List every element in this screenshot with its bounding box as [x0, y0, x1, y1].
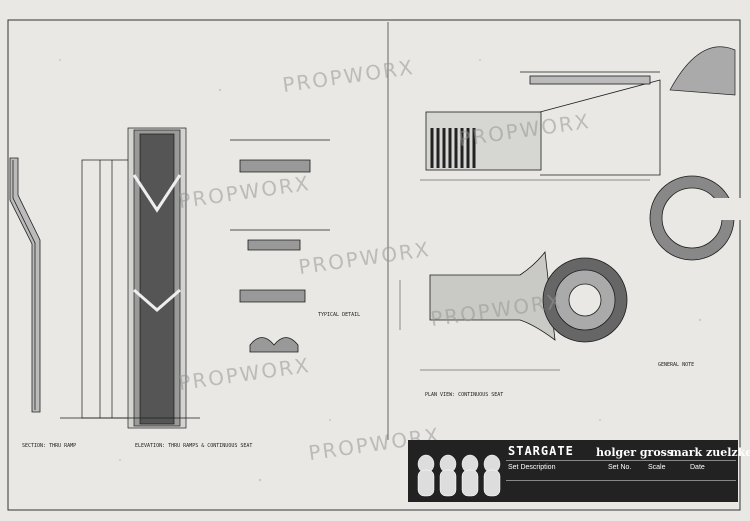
plan-view-drawing: [429, 250, 628, 343]
ramp-section-drawing: [425, 71, 661, 176]
set-description-label: Set Description: [508, 464, 556, 471]
sheet-border: [7, 19, 741, 511]
elevation-ramp-drawing: [60, 127, 200, 429]
annotation-general-note: GENERAL NOTE: [658, 362, 695, 368]
side-section-drawing: [9, 157, 41, 413]
annotation-plan-view: PLAN VIEW: CONTINUOUS SEAT: [425, 392, 504, 398]
art-director-name: mark zuelzke: [670, 446, 750, 459]
ring-detail-drawing: [649, 175, 745, 261]
corner-detail-drawing: [669, 46, 736, 96]
canopic-jars-image: [417, 454, 501, 497]
date-label: Date: [690, 464, 705, 471]
designer-name: holger gross: [596, 446, 674, 459]
paper-texture: [59, 59, 702, 482]
set-no-label: Set No.: [608, 464, 632, 471]
title-block: STARGATE holger gross mark zuelzke Set D…: [408, 440, 750, 502]
scale-label: Scale: [648, 464, 666, 471]
annotation-elevation: ELEVATION: THRU RAMPS & CONTINUOUS SEAT: [135, 443, 253, 449]
dimension-lines: [399, 179, 650, 371]
studio-logo: STARGATE: [508, 444, 574, 458]
annotation-side-section: SECTION: THRU RAMP: [22, 443, 77, 449]
annotation-detail: TYPICAL DETAIL: [318, 312, 361, 318]
step-details: [230, 139, 330, 353]
